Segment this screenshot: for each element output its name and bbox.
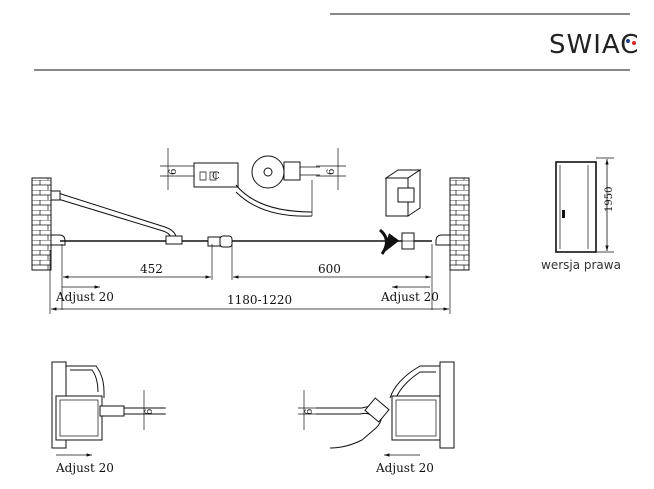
hinge-connector [207,236,221,247]
stabilizer-glass-clamp [165,235,183,245]
adjust-label-bottom-left: Adjust 20 [55,461,114,475]
profile-detail-right [298,361,455,457]
door-frame [555,161,597,253]
dim-profile-left: 6 [144,409,155,415]
right-wall [449,177,470,271]
door-handle-elev [562,210,565,218]
hinge-detail: C [160,148,346,217]
dim-height: 1950 [604,187,615,212]
variant-caption: wersja prawa [541,258,621,272]
left-wall-profile [50,234,66,246]
adjust-label-bottom-right: Adjust 20 [375,461,434,475]
dim-hinge-right: 6 [326,169,337,175]
logo-text: SWIAC [549,30,639,60]
logo-dot-blue [626,39,630,43]
left-wall [31,177,52,271]
stabilizer-bar [57,192,177,239]
adjust-label-top-right: Adjust 20 [380,290,439,304]
dim-total-width: 1180-1220 [227,293,292,307]
stabilizer-bar-inner [57,198,172,239]
adjust-label-top-left: Adjust 20 [55,290,114,304]
svg-text:C: C [212,171,220,182]
dim-profile-right: 6 [304,409,315,415]
logo-dot-red [632,41,636,45]
right-wall-profile [435,234,451,246]
dim-452: 452 [140,262,163,276]
hinge-connector-2 [219,235,233,248]
dim-hinge-left: 6 [168,169,179,175]
plan-view: C 6 6 452 [31,148,470,314]
profile-detail-left [51,361,166,457]
swing-arrow [378,228,400,255]
dim-600: 600 [318,262,341,276]
brand-logo: SWIAC [549,30,639,60]
knob-detail [384,169,422,217]
elevation-view: 1950 wersja prawa [541,157,621,272]
stabilizer-wall-mount [50,190,61,201]
